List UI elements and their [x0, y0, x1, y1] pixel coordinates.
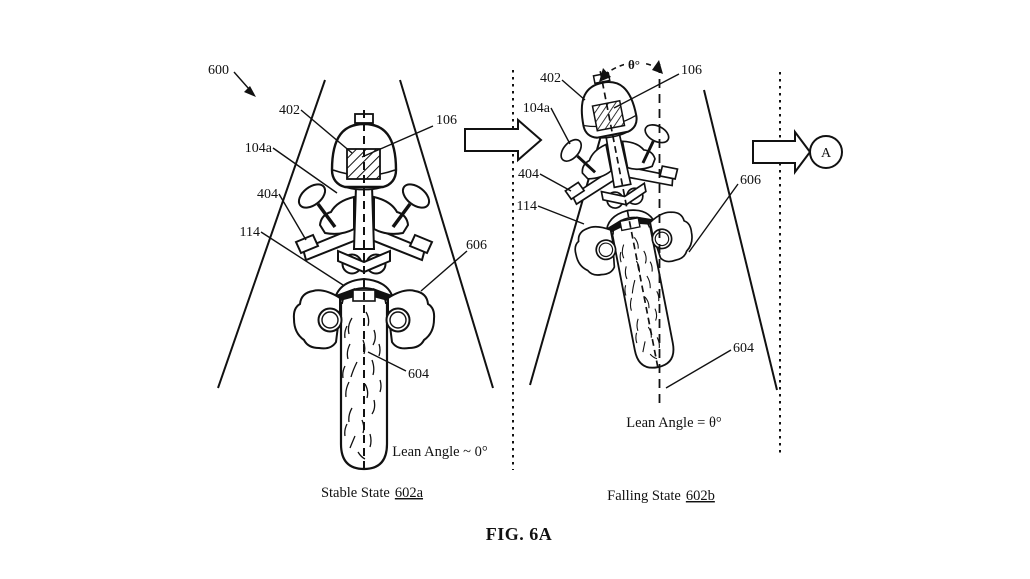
detail-marker-circle — [809, 135, 843, 169]
leader-114-falling — [537, 205, 585, 225]
leader-104a-stable — [272, 147, 338, 194]
road-edge-right — [703, 89, 778, 391]
leader-104a-falling — [550, 107, 571, 145]
ref-label-106-falling: 106 — [681, 63, 702, 78]
leader-106-stable — [361, 125, 434, 158]
motorcycle-falling — [542, 60, 716, 380]
ref-600-arrow-line — [233, 71, 250, 90]
ref-600-arrowhead — [244, 86, 256, 97]
road-edge-left — [217, 79, 326, 389]
arc-arrowhead-left — [599, 68, 611, 82]
leader-404-falling — [539, 173, 572, 192]
leader-606-falling — [688, 183, 739, 253]
detail-view-arrow — [752, 129, 812, 175]
ref-label-606-falling: 606 — [740, 173, 761, 188]
leader-402-stable — [300, 109, 353, 154]
road-edge-right — [399, 79, 494, 389]
ref-label-604-falling: 604 — [733, 341, 754, 356]
figure-caption: FIG. 6A — [486, 524, 553, 544]
ref-label-104a-stable: 104a — [245, 141, 273, 156]
ref-label-106-stable: 106 — [436, 113, 457, 128]
motorcycle-stable — [294, 110, 434, 471]
theta-angle-label: θ° — [628, 57, 640, 72]
ref-label-104a-falling: 104a — [523, 101, 551, 116]
ref-label-402-falling: 402 — [540, 71, 561, 86]
leader-114-stable — [260, 231, 344, 286]
ref-label-600: 600 — [208, 63, 229, 78]
ref-label-114-falling: 114 — [517, 199, 537, 214]
leader-404-stable — [278, 193, 307, 241]
falling-panel: θ° 402 106 104a 404 114 606 604 Lean Ang… — [517, 57, 778, 504]
detail-marker-letter: A — [821, 146, 832, 161]
leader-606-stable — [420, 250, 468, 292]
leader-106-falling — [613, 73, 680, 109]
lean-angle-text-falling: Lean Angle = θ° — [626, 415, 722, 431]
lean-angle-text-stable: Lean Angle ~ 0° — [392, 444, 488, 460]
stable-panel: 600 402 104a 404 114 106 606 604 Lean An… — [208, 63, 494, 501]
ref-label-402-stable: 402 — [279, 103, 300, 118]
ref-label-604-stable: 604 — [408, 367, 429, 382]
leader-604-stable — [367, 351, 407, 372]
road-edge-left — [529, 89, 615, 386]
ref-label-606-stable: 606 — [466, 238, 487, 253]
ref-label-404-falling: 404 — [518, 167, 539, 182]
leader-604-falling — [665, 349, 732, 389]
transition-arrow — [464, 117, 543, 163]
ref-label-114-stable: 114 — [240, 225, 260, 240]
leader-402-falling — [561, 79, 586, 101]
arc-arrowhead-right — [652, 60, 663, 74]
ref-label-404-stable: 404 — [257, 187, 278, 202]
theta-label-backing — [624, 57, 645, 70]
